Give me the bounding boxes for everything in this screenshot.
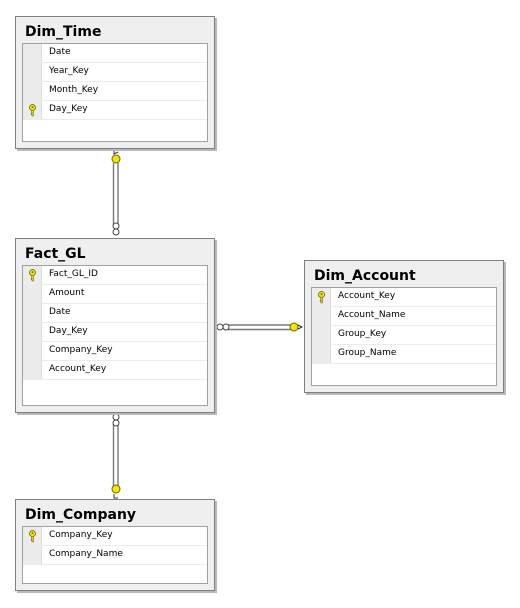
primary-key-icon [29, 269, 36, 282]
column-row[interactable]: Account_Key [312, 288, 496, 307]
column-name: Fact_GL_ID [49, 269, 98, 279]
row-selector[interactable] [23, 323, 42, 341]
column-row[interactable]: Group_Name [312, 345, 496, 364]
row-selector[interactable] [23, 44, 42, 62]
column-row[interactable]: Month_Key [23, 82, 207, 101]
column-name: Day_Key [49, 104, 88, 114]
row-selector[interactable] [23, 361, 42, 379]
table-title[interactable]: Dim_Account [314, 268, 416, 284]
row-selector[interactable] [23, 342, 42, 360]
row-selector[interactable] [312, 307, 331, 325]
column-name: Year_Key [49, 66, 89, 76]
column-row[interactable]: Company_Key [23, 527, 207, 546]
row-selector[interactable] [23, 546, 42, 564]
column-name: Account_Key [49, 364, 107, 374]
column-name: Amount [49, 288, 85, 298]
column-row[interactable]: Day_Key [23, 101, 207, 120]
column-row[interactable]: Company_Name [23, 546, 207, 565]
row-selector[interactable] [23, 266, 42, 284]
row-selector[interactable] [312, 326, 331, 344]
table-title[interactable]: Dim_Time [25, 24, 102, 40]
row-selector[interactable] [23, 82, 42, 100]
column-row[interactable]: Fact_GL_ID [23, 266, 207, 285]
column-name: Company_Key [49, 530, 113, 540]
column-name: Company_Key [49, 345, 113, 355]
table-title[interactable]: Dim_Company [25, 507, 137, 523]
row-selector[interactable] [23, 101, 42, 119]
column-name: Month_Key [49, 85, 99, 95]
column-row[interactable]: Year_Key [23, 63, 207, 82]
column-name: Account_Key [338, 291, 396, 301]
relationship-fact-gl-dim-account[interactable] [216, 322, 304, 332]
column-row[interactable]: Date [23, 304, 207, 323]
column-name: Group_Name [338, 348, 397, 358]
row-selector[interactable] [23, 527, 42, 545]
primary-key-icon [29, 530, 36, 543]
column-row[interactable]: Company_Key [23, 342, 207, 361]
row-selector[interactable] [312, 345, 331, 363]
primary-key-icon [318, 291, 325, 304]
row-selector[interactable] [23, 304, 42, 322]
row-selector[interactable] [23, 285, 42, 303]
column-row[interactable]: Date [23, 44, 207, 63]
column-name: Company_Name [49, 549, 123, 559]
table-title[interactable]: Fact_GL [25, 246, 86, 262]
column-row[interactable]: Amount [23, 285, 207, 304]
column-row[interactable]: Group_Key [312, 326, 496, 345]
column-row[interactable]: Day_Key [23, 323, 207, 342]
column-name: Date [49, 307, 71, 317]
row-selector[interactable] [312, 288, 331, 306]
relationship-fact-gl-dim-time[interactable] [111, 149, 121, 236]
column-name: Account_Name [338, 310, 406, 320]
relationship-fact-gl-dim-company[interactable] [111, 413, 121, 499]
column-row[interactable]: Account_Name [312, 307, 496, 326]
column-name: Date [49, 47, 71, 57]
column-name: Group_Key [338, 329, 387, 339]
column-name: Day_Key [49, 326, 88, 336]
primary-key-icon [29, 104, 36, 117]
row-selector[interactable] [23, 63, 42, 81]
column-row[interactable]: Account_Key [23, 361, 207, 380]
